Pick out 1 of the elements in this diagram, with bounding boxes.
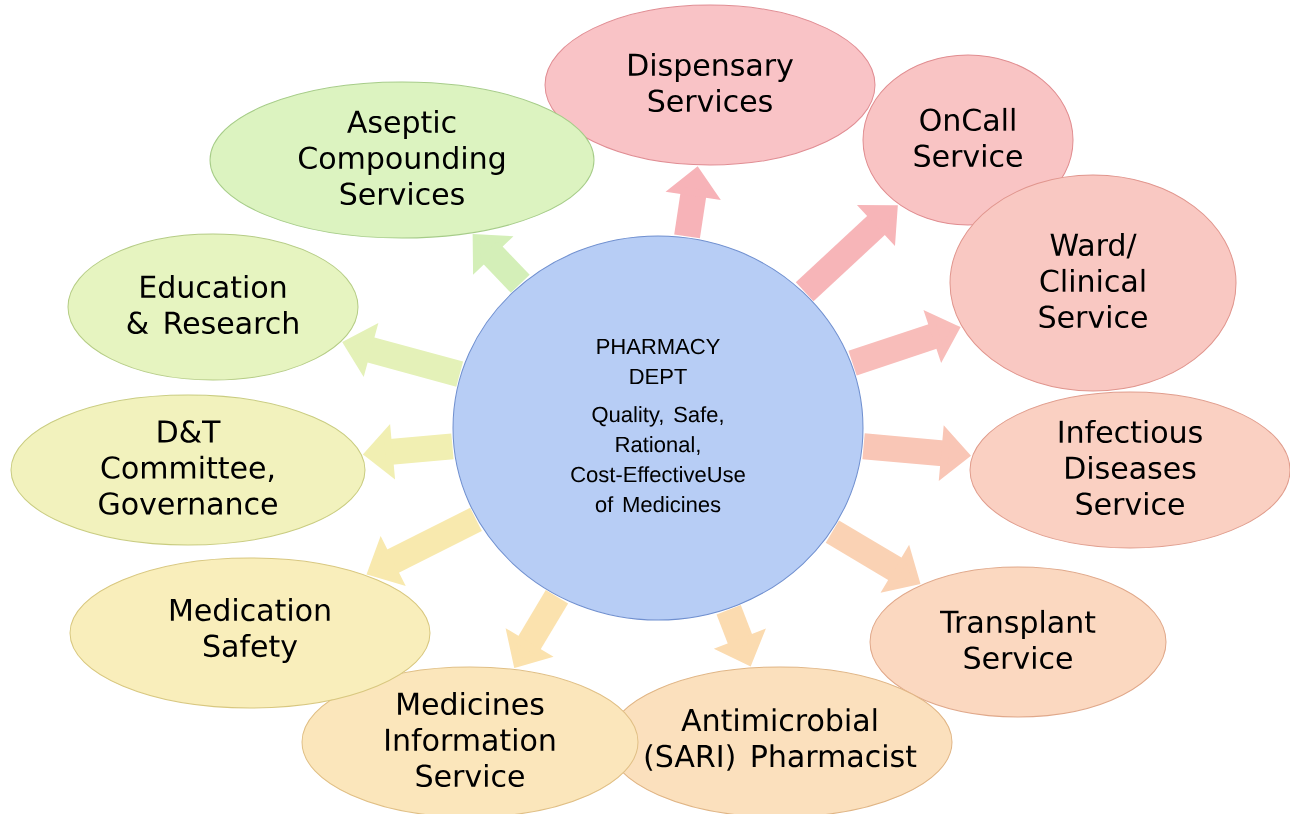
- block-arrow: [795, 205, 898, 302]
